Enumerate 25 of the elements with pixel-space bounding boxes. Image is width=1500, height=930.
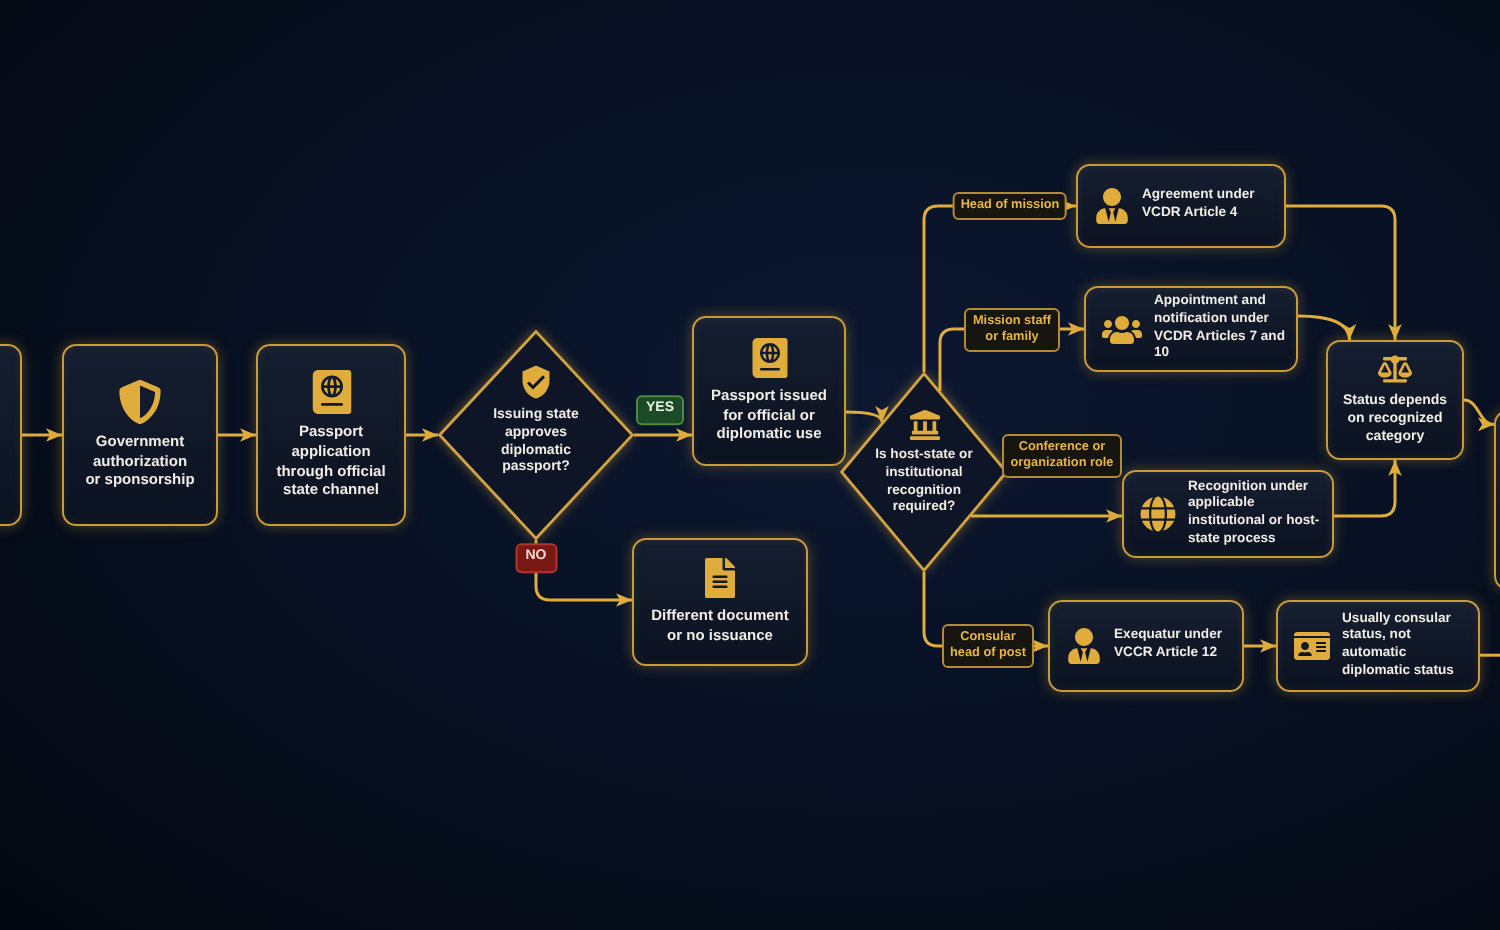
arrow — [634, 428, 692, 442]
process-box — [1084, 286, 1298, 372]
arrow — [1244, 639, 1276, 653]
process-box — [632, 538, 808, 666]
arrow — [1297, 314, 1355, 341]
process-box — [1048, 600, 1244, 692]
process-box — [692, 316, 846, 466]
arrow — [1286, 204, 1402, 340]
connector-line — [1480, 653, 1500, 657]
arrow — [534, 540, 632, 607]
process-box — [256, 344, 406, 526]
arrow — [218, 428, 256, 442]
arrow — [846, 405, 887, 423]
decision-diamond — [438, 330, 634, 540]
process-box — [62, 344, 218, 526]
arrow — [22, 428, 62, 442]
process-box — [1326, 340, 1464, 460]
process-box — [1122, 470, 1334, 558]
arrow — [1463, 398, 1495, 429]
arrow — [406, 428, 438, 442]
arrow — [971, 509, 1122, 523]
process-box — [1276, 600, 1480, 692]
decision-diamond — [840, 372, 1008, 572]
process-box — [1076, 164, 1286, 248]
arrow — [1334, 460, 1402, 518]
